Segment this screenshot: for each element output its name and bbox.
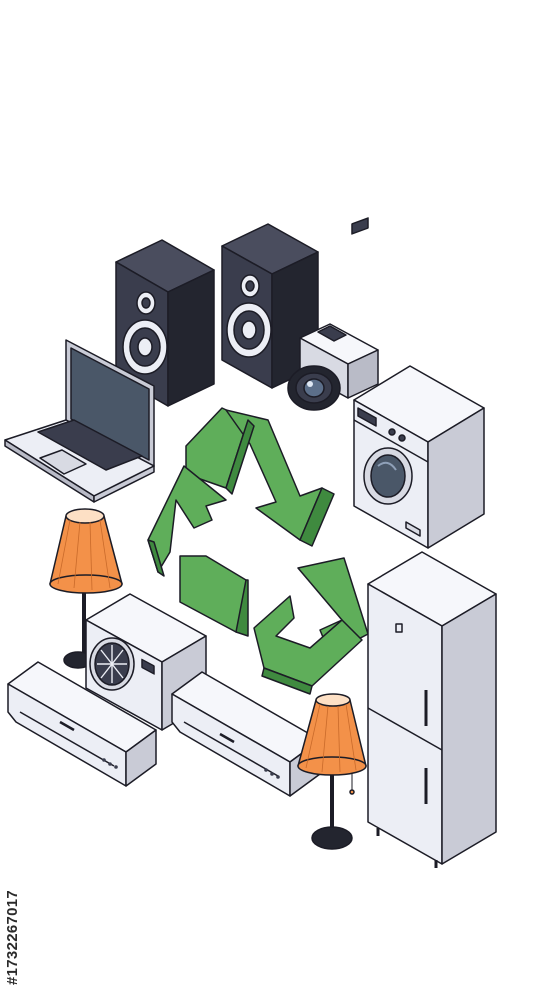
ac-indoor-unit-left-icon	[7, 661, 157, 787]
refrigerator-icon	[367, 551, 497, 868]
ac-indoor-unit-right-icon	[171, 671, 321, 797]
laptop-icon	[4, 339, 155, 503]
recycle-symbol-icon	[147, 407, 369, 695]
stock-id-watermark: #1732267017	[4, 889, 21, 985]
lamp-right-icon	[297, 693, 367, 850]
speaker-left-icon	[115, 239, 215, 407]
lamp-left-icon	[49, 508, 123, 669]
washing-machine-icon	[353, 365, 485, 549]
camera-icon	[287, 217, 379, 411]
